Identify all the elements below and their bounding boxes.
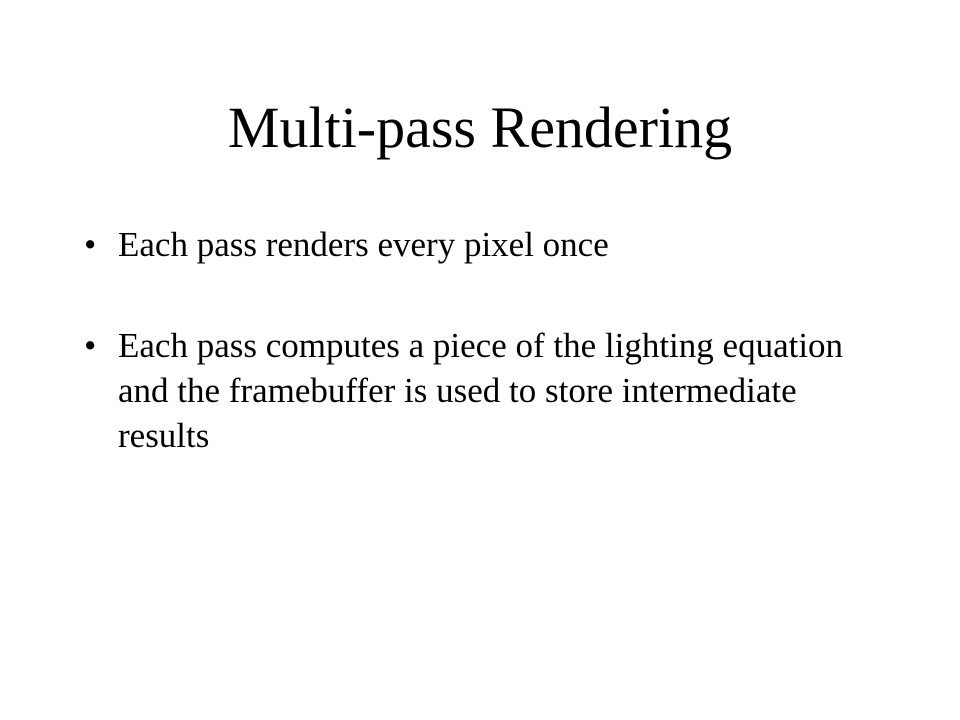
bullet-text: Each pass renders every pixel once: [118, 225, 609, 264]
bullet-list: • Each pass renders every pixel once • E…: [84, 222, 884, 458]
bullet-icon: •: [84, 225, 97, 264]
slide-title: Multi-pass Rendering: [227, 95, 733, 160]
bullet-item: • Each pass renders every pixel once: [84, 222, 884, 267]
bullet-text: Each pass computes a piece of the lighti…: [118, 326, 844, 455]
bullet-icon: •: [84, 326, 97, 365]
bullet-item: • Each pass computes a piece of the ligh…: [84, 323, 884, 458]
